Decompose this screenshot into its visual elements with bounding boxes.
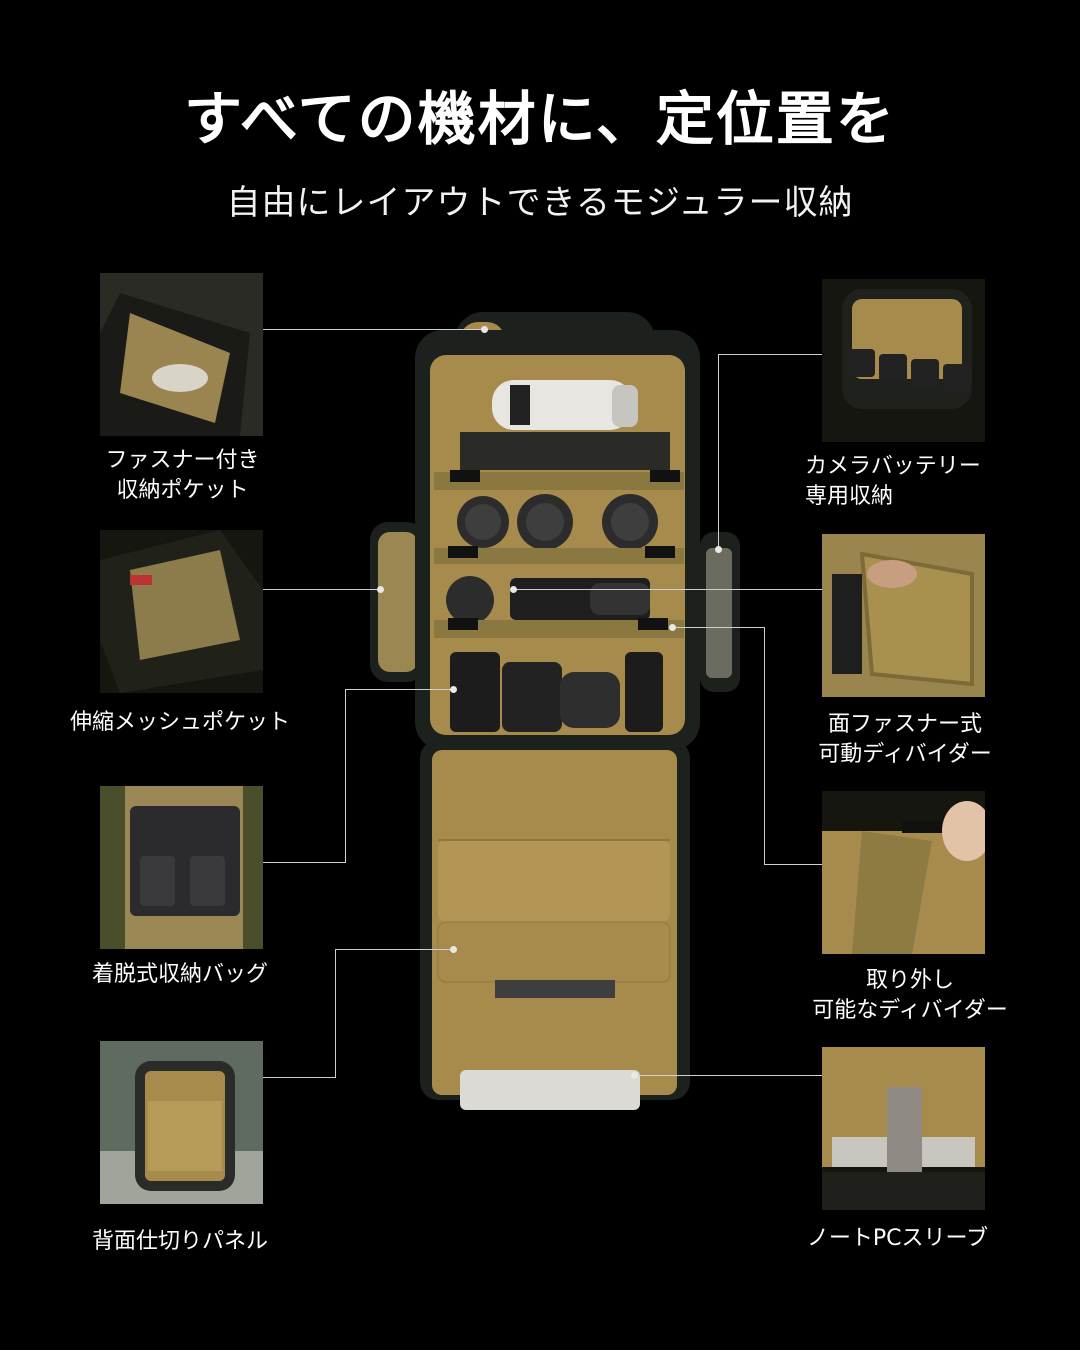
leader-dot (631, 1072, 638, 1079)
zipper-pocket-thumbnail (100, 273, 263, 436)
leader-line (345, 689, 346, 863)
feature-label-line: 取り外し (865, 968, 954, 993)
subheadline: 自由にレイアウトできるモジュラー収納 (226, 183, 854, 223)
feature-label-line: ファスナー付き (105, 448, 260, 473)
feature-label-battery-storage: カメラバッテリー 専用収納 (805, 452, 1015, 512)
feature-label-mesh-pocket: 伸縮メッシュポケット (45, 708, 315, 738)
mesh-pocket-thumbnail (100, 530, 263, 693)
leader-line (513, 589, 822, 590)
leader-dot (481, 326, 488, 333)
leader-line (263, 862, 345, 863)
leader-dot (450, 686, 457, 693)
leader-dot (510, 586, 517, 593)
leader-dot (450, 946, 457, 953)
laptop-sleeve-thumbnail (822, 1047, 985, 1210)
leader-line (263, 329, 485, 330)
feature-label-line: 背面仕切りパネル (91, 1229, 268, 1254)
detachable-bag-thumbnail (100, 786, 263, 949)
leader-line (335, 949, 336, 1078)
leader-dot (377, 586, 384, 593)
battery-storage-thumbnail (822, 279, 985, 442)
feature-label-line: 可動ディバイダー (818, 742, 992, 767)
leader-line (634, 1075, 822, 1076)
feature-label-line: ノートPCスリーブ (806, 1226, 989, 1251)
leader-line (345, 689, 453, 690)
back-panel-thumbnail (100, 1041, 263, 1204)
leader-line (718, 354, 822, 355)
leader-dot (715, 546, 722, 553)
leader-line (335, 949, 453, 950)
feature-label-laptop-sleeve: ノートPCスリーブ (790, 1224, 1005, 1254)
leader-line (263, 589, 380, 590)
feature-label-line: 収納ポケット (116, 478, 249, 503)
feature-label-line: カメラバッテリー (805, 454, 981, 479)
feature-label-line: 面ファスナー式 (827, 712, 982, 737)
feature-label-line: 着脱式収納バッグ (91, 962, 268, 987)
backpack-product-image (360, 300, 750, 1120)
removable-divider-thumbnail (822, 791, 985, 954)
leader-dot (669, 624, 676, 631)
leader-line (672, 627, 764, 628)
leader-line (764, 627, 765, 865)
feature-label-line: 伸縮メッシュポケット (69, 710, 290, 735)
leader-line (718, 354, 719, 549)
velcro-divider-thumbnail (822, 534, 985, 697)
leader-line (263, 1077, 335, 1078)
feature-label-removable-divider: 取り外し 可能なディバイダー (790, 966, 1030, 1026)
feature-label-detachable-bag: 着脱式収納バッグ (60, 960, 300, 990)
feature-label-zipper-pocket: ファスナー付き 収納ポケット (80, 446, 285, 506)
feature-label-velcro-divider: 面ファスナー式 可動ディバイダー (800, 710, 1010, 770)
feature-label-line: 専用収納 (805, 484, 894, 509)
feature-label-line: 可能なディバイダー (812, 998, 1008, 1023)
leader-line (764, 864, 822, 865)
feature-label-back-panel: 背面仕切りパネル (60, 1227, 300, 1257)
headline: すべての機材に、定位置を (184, 85, 896, 153)
